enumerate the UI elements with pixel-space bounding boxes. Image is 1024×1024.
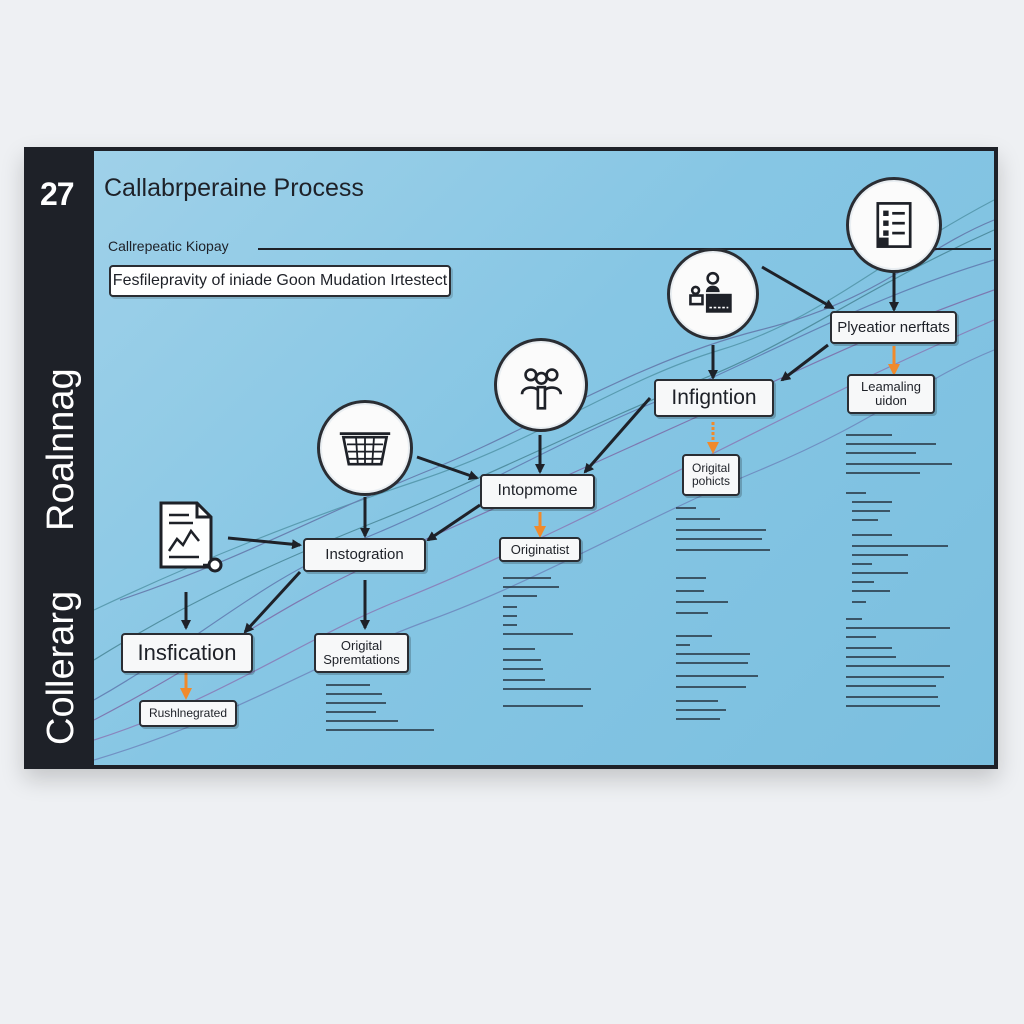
node-infigntion: Infigntion — [654, 379, 774, 417]
node-origital-pohicts: Origital pohicts — [682, 454, 740, 496]
node-rushlnegrated: Rushlnegrated — [139, 700, 237, 727]
node-original-spremtations: Origital Spremtations — [314, 633, 409, 673]
sidebar-number: 27 — [40, 176, 75, 212]
node-plyeatior-nerftats: Plyeatior nerftats — [830, 311, 957, 344]
diagram-subtitle: Callrepeatic Kiopay — [108, 238, 229, 254]
node-originatist: Originatist — [499, 537, 581, 562]
shopping-basket-icon — [317, 400, 413, 496]
callout-box: Fesfilepravity of iniade Goon Mudation I… — [109, 265, 451, 297]
people-group-icon — [494, 338, 588, 432]
sidebar-vertical-upper: Roalnnag — [40, 368, 82, 531]
subtitle-divider — [258, 248, 991, 250]
document-chart-icon — [155, 499, 227, 575]
node-instogration: Instogration — [303, 538, 426, 572]
node-insfication: Insfication — [121, 633, 253, 673]
diagram-title: Callabrperaine Process — [104, 174, 364, 202]
sidebar — [28, 151, 94, 765]
node-leamaling-uidon: Leamaling uidon — [847, 374, 935, 414]
sidebar-vertical-lower: Collerarg — [40, 590, 82, 745]
team-workstation-icon — [667, 248, 759, 340]
node-intopmome: Intopmome — [480, 474, 595, 509]
checklist-icon — [846, 177, 942, 273]
